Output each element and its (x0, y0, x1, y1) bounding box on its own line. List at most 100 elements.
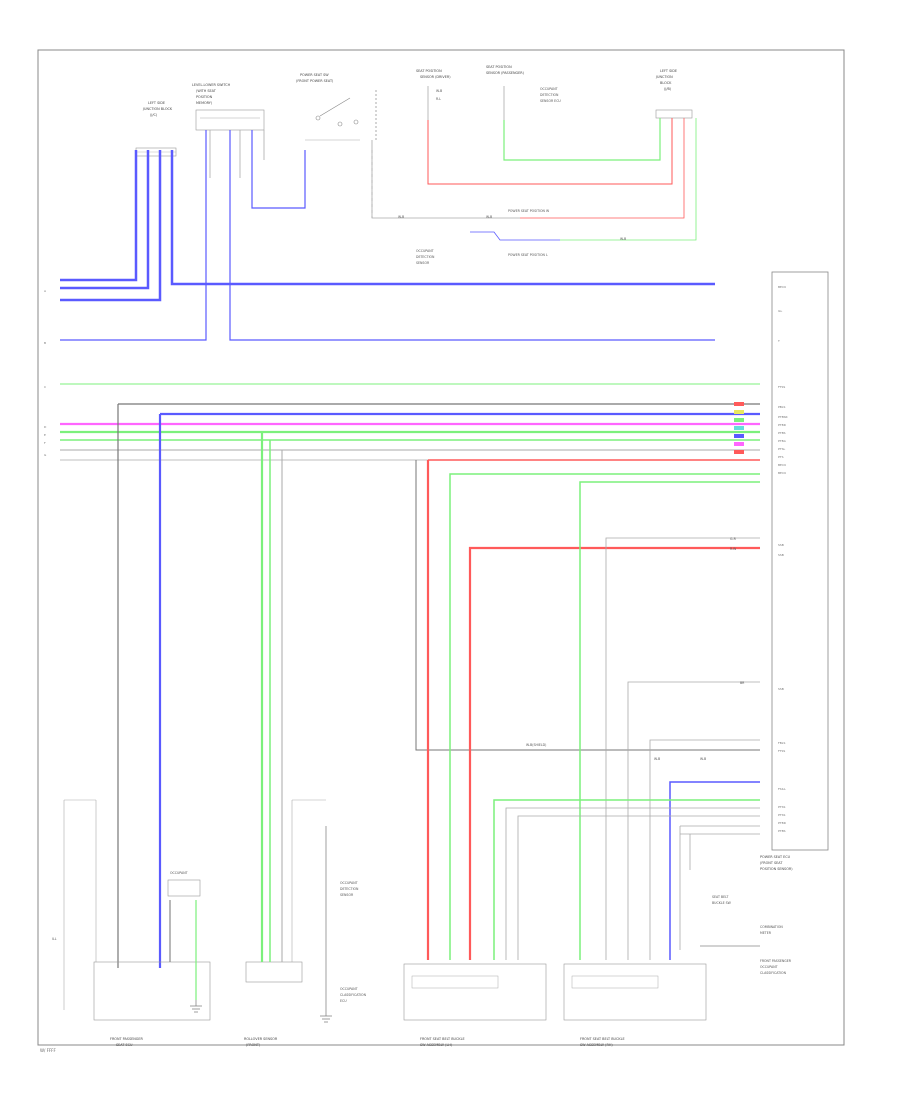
svg-text:BR: BR (740, 681, 745, 685)
seat-belt-sensor-block-2: SEAT POSITION SENSOR (PASSENGER) OCCUPAN… (486, 65, 561, 120)
svg-text:POWER SEAT POSITION W: POWER SEAT POSITION W (508, 209, 550, 213)
svg-text:SENSOR ECU: SENSOR ECU (540, 99, 561, 103)
top-switch: POWER SEAT SW (FRONT POWER SEAT) (296, 73, 377, 141)
footer-code: W/ FFFF (40, 1048, 56, 1053)
svg-text:LEFT SIDE: LEFT SIDE (148, 101, 165, 105)
svg-text:DETECTION: DETECTION (416, 255, 435, 259)
svg-text:(J/C): (J/C) (150, 113, 158, 117)
svg-text:W-B: W-B (486, 215, 492, 219)
svg-text:FTSS: FTSS (778, 749, 785, 753)
svg-text:MEMORY): MEMORY) (196, 101, 213, 105)
svg-text:PTSS: PTSS (778, 805, 786, 809)
svg-text:BUCKLE SW: BUCKLE SW (712, 901, 732, 905)
ecu-pin-labels: BECU ILL T FTSS PBLS PTBSR PTBR PTBS PTB… (777, 285, 788, 833)
svg-text:(FRONT): (FRONT) (246, 1043, 261, 1047)
ground-icon (190, 1000, 202, 1013)
svg-text:FBLS: FBLS (778, 741, 785, 745)
svg-text:SENSOR: SENSOR (416, 261, 430, 265)
top-left-connector: LEFT SIDE JUNCTION BLOCK (J/C) (135, 101, 177, 157)
svg-text:LEVEL-LOWER SWITCH: LEVEL-LOWER SWITCH (192, 83, 231, 87)
svg-text:PTBSR: PTBSR (778, 415, 788, 419)
svg-text:W-B(SHIELD): W-B(SHIELD) (526, 743, 546, 747)
ecu-wire-markers (734, 402, 744, 454)
svg-text:SEAT ECU: SEAT ECU (116, 1043, 133, 1047)
top-right-wires (427, 118, 697, 241)
svg-text:POWER SEAT ECU: POWER SEAT ECU (760, 855, 791, 859)
airbag-ecu-block: POWER SEAT ECU (FRONT SEAT POSITION SENS… (760, 271, 829, 871)
svg-text:FRONT PASSENGER: FRONT PASSENGER (760, 959, 792, 963)
svg-text:G-R: G-R (730, 537, 737, 541)
seat-belt-sensor-block: SEAT POSITION SENSOR (DRIVER) W-B R-L (416, 69, 451, 120)
svg-text:PBLS: PBLS (778, 405, 786, 409)
svg-text:JUNCTION BLOCK: JUNCTION BLOCK (142, 107, 173, 111)
top-middle-wires (60, 130, 715, 341)
svg-text:E: E (44, 433, 46, 437)
svg-text:C: C (44, 385, 46, 389)
svg-text:SEAT BELT: SEAT BELT (712, 895, 728, 899)
svg-text:SSB: SSB (778, 687, 784, 691)
svg-text:LEFT SIDE: LEFT SIDE (660, 69, 677, 73)
svg-text:G: G (44, 453, 47, 457)
svg-text:(WITH SEAT: (WITH SEAT (196, 89, 217, 93)
svg-text:SENSOR (DRIVER): SENSOR (DRIVER) (420, 75, 451, 79)
svg-text:OCCUPANT: OCCUPANT (170, 871, 188, 875)
svg-text:OCCUPANT: OCCUPANT (760, 965, 778, 969)
svg-text:DETECTION: DETECTION (540, 93, 559, 97)
svg-text:PTS: PTS (778, 455, 784, 459)
svg-text:JUNCTION: JUNCTION (655, 75, 673, 79)
svg-text:COMBINATION: COMBINATION (760, 925, 783, 929)
svg-text:METER: METER (760, 931, 772, 935)
svg-text:ILL: ILL (778, 309, 783, 313)
svg-text:B: B (44, 341, 46, 345)
svg-text:R-W: R-W (730, 547, 737, 551)
svg-text:W-B: W-B (436, 89, 442, 93)
bottom-right-connector-2: FRONT SEAT BELT BUCKLE SW ASSEMBLY (RH) (563, 963, 707, 1047)
svg-text:POSITION SENSOR): POSITION SENSOR) (760, 867, 793, 871)
svg-text:W-B: W-B (620, 237, 626, 241)
svg-text:A: A (44, 289, 47, 293)
svg-text:CLASSIFICATION: CLASSIFICATION (340, 993, 367, 997)
svg-text:PTBS: PTBS (778, 829, 786, 833)
svg-text:SEAT POSITION: SEAT POSITION (416, 69, 442, 73)
svg-text:W-B: W-B (700, 757, 706, 761)
svg-text:DETECTION: DETECTION (340, 887, 359, 891)
svg-text:PTSL: PTSL (778, 447, 786, 451)
svg-text:CLASSIFICATION: CLASSIFICATION (760, 971, 787, 975)
svg-text:PTBA: PTBA (778, 439, 787, 443)
mid-junction-labels: W-B(SHIELD) W-B W-B BR G-R R-W (526, 537, 745, 761)
svg-text:BECU: BECU (778, 471, 786, 475)
svg-text:OCCUPANT: OCCUPANT (340, 987, 358, 991)
svg-text:BECU: BECU (778, 463, 786, 467)
svg-text:POWER SEAT POSITION L: POWER SEAT POSITION L (508, 253, 548, 257)
svg-text:OCCUPANT: OCCUPANT (416, 249, 434, 253)
svg-text:FSILL: FSILL (778, 787, 786, 791)
right-bottom-sensor: SEAT BELT BUCKLE SW COMBINATION METER FR… (679, 825, 792, 975)
svg-text:POWER SEAT SW: POWER SEAT SW (300, 73, 329, 77)
svg-text:SEAT POSITION: SEAT POSITION (486, 65, 512, 69)
junction-labels-top: POWER SEAT POSITION W POWER SEAT POSITIO… (398, 209, 626, 265)
svg-text:ILL: ILL (52, 937, 57, 941)
svg-text:SW ASSEMBLY (RH): SW ASSEMBLY (RH) (580, 1043, 613, 1047)
svg-text:BECU: BECU (778, 285, 786, 289)
svg-text:PTSS: PTSS (778, 813, 786, 817)
svg-text:R-L: R-L (436, 97, 441, 101)
svg-text:(FRONT SEAT: (FRONT SEAT (760, 861, 783, 865)
svg-text:OCCUPANT: OCCUPANT (340, 881, 358, 885)
svg-text:ROLLOVER SENSOR: ROLLOVER SENSOR (244, 1037, 278, 1041)
left-edge-markers: A B C D E F G (44, 289, 47, 457)
svg-text:SSB: SSB (778, 543, 784, 547)
svg-text:SW ASSEMBLY (LH): SW ASSEMBLY (LH) (420, 1043, 453, 1047)
bottom-right-connector-1: FRONT SEAT BELT BUCKLE SW ASSEMBLY (LH) (403, 963, 547, 1047)
svg-text:PTBS: PTBS (778, 431, 786, 435)
svg-text:W-B: W-B (398, 215, 404, 219)
svg-text:ECU: ECU (340, 999, 347, 1003)
svg-text:(FRONT POWER SEAT): (FRONT POWER SEAT) (296, 79, 334, 83)
diagram-frame (37, 49, 845, 1046)
svg-text:W-B: W-B (654, 757, 660, 761)
top-switch-gray-wires (371, 140, 520, 219)
vertical-drops (117, 404, 760, 968)
svg-text:POSITION: POSITION (196, 95, 213, 99)
svg-text:T: T (777, 339, 780, 343)
svg-text:FRONT SEAT BELT BUCKLE: FRONT SEAT BELT BUCKLE (420, 1037, 465, 1041)
